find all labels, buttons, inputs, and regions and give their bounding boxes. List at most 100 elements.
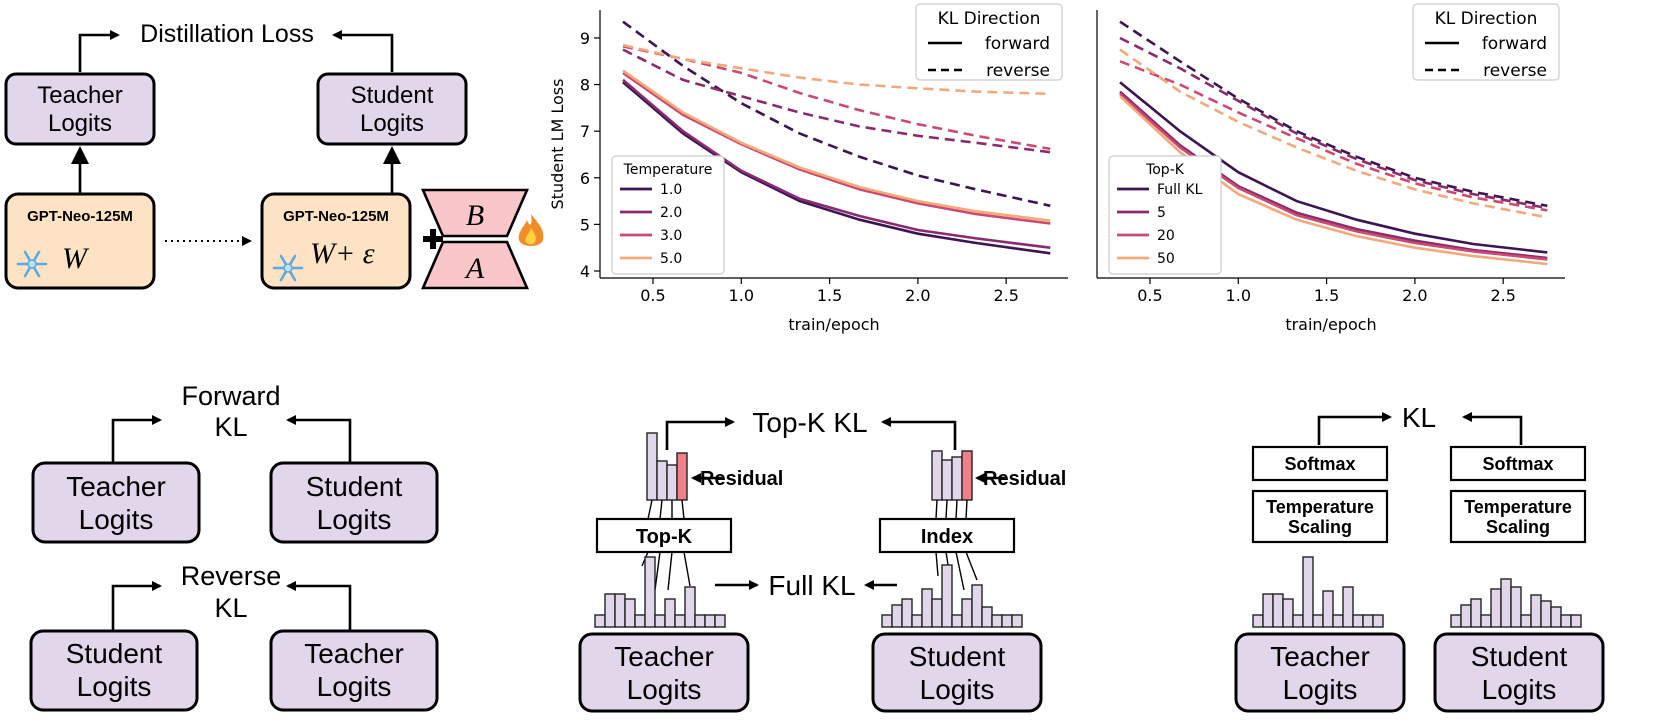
histogram-bar — [654, 614, 666, 628]
y-tick-label: 6 — [580, 169, 590, 188]
fwd-teacher-box — [31, 461, 201, 544]
right-student-line1: Student — [1471, 641, 1568, 672]
histogram-bar — [1011, 614, 1023, 628]
histogram-bar — [1272, 593, 1284, 628]
lora-a-trapezoid — [421, 240, 529, 290]
snowflake-icon — [16, 250, 48, 278]
legend-style-label: forward — [985, 34, 1050, 54]
mid-teacher-line1: Teacher — [614, 641, 714, 672]
histogram-bar — [614, 593, 626, 628]
x-tick-label: 1.0 — [1226, 286, 1251, 305]
histogram-bar — [1252, 614, 1264, 628]
mid-teacher-box — [578, 632, 750, 713]
x-tick-label: 0.5 — [640, 286, 665, 305]
series-line-reverse-5_0 — [622, 43, 1051, 96]
teacher-logits-box — [4, 72, 156, 146]
topk-diagram: Top-K KL Residual Residual Top-K Index — [578, 407, 1066, 713]
fwd-teacher-line1: Teacher — [66, 471, 166, 502]
histogram-bar — [1520, 614, 1532, 628]
histogram-bar — [1001, 614, 1013, 628]
series-line-reverse-Full-KL — [1119, 20, 1548, 208]
lora-b-label: B — [466, 199, 484, 232]
student-weight: W+ ε — [310, 237, 375, 270]
histogram-bar — [1262, 593, 1274, 628]
series-line-forward-1_0 — [622, 81, 1051, 255]
x-axis-label: train/epoch — [1285, 315, 1376, 334]
teacher-weight: W — [62, 242, 90, 275]
histogram-bar — [1362, 614, 1374, 628]
histogram-bar — [1540, 600, 1552, 628]
x-tick-label: 2.0 — [905, 286, 930, 305]
legend-style-label: forward — [1482, 34, 1547, 54]
legend-style-box — [1412, 3, 1560, 81]
rev-student-box — [29, 629, 199, 712]
kl-label: KL — [1402, 402, 1436, 433]
legend-color-label: 3.0 — [660, 228, 682, 244]
teacher-model-label: GPT-Neo-125M — [27, 208, 133, 225]
histogram-bar — [1530, 594, 1542, 628]
histogram-bar — [1302, 556, 1314, 628]
full-kl-label: Full KL — [768, 570, 855, 601]
histogram-bar — [1470, 598, 1482, 628]
histogram-bar — [1282, 598, 1294, 628]
histogram-bar — [911, 614, 923, 628]
legend-color-label: 2.0 — [660, 205, 682, 221]
student-logits-box — [316, 72, 468, 146]
teacher-logits-line2: Logits — [48, 110, 112, 137]
fwd-student-line1: Student — [306, 471, 403, 502]
histogram-bar — [1510, 586, 1522, 628]
histogram-bar — [1332, 614, 1344, 628]
right-teacher-box — [1234, 632, 1406, 713]
histogram-bar — [891, 604, 903, 628]
legend-color-title: Top-K — [1145, 162, 1185, 178]
index-box-label: Index — [921, 526, 973, 548]
histogram-bar — [664, 598, 676, 628]
mid-student-line1: Student — [909, 641, 1006, 672]
student-right-histogram — [1450, 578, 1582, 628]
histogram-bar — [1352, 614, 1364, 628]
histogram-bar — [971, 584, 983, 628]
temperature-kl-diagram: KL Softmax Softmax Temperature Scaling T… — [1234, 402, 1605, 713]
teacher-softmax-box — [1251, 445, 1389, 482]
series-line-reverse-5 — [1119, 36, 1548, 210]
series-line-forward-5_0 — [622, 69, 1051, 222]
histogram-bar — [1292, 614, 1304, 628]
legend-style-label: reverse — [1483, 61, 1547, 81]
series-line-forward-2_0 — [622, 78, 1051, 249]
legend-color-label: 1.0 — [660, 182, 682, 198]
series-line-reverse-1_0 — [622, 20, 1051, 208]
topk-kl-label: Top-K KL — [752, 407, 867, 438]
series-line-forward-3_0 — [622, 71, 1051, 225]
legend-color-label: 5.0 — [660, 251, 682, 267]
forward-label: Forward — [181, 381, 280, 411]
student-temp-line1: Temperature — [1464, 497, 1572, 517]
residual-right-label: Residual — [983, 468, 1066, 490]
mid-student-line2: Logits — [920, 674, 995, 705]
y-tick-label: 9 — [580, 29, 590, 48]
y-axis-label: Student LM Loss — [548, 79, 567, 210]
series-line-forward-5 — [1119, 90, 1548, 260]
teacher-temp-line2: Scaling — [1288, 517, 1352, 537]
right-teacher-line2: Logits — [1283, 674, 1358, 705]
histogram-bar — [674, 614, 686, 628]
histogram-bar — [1570, 614, 1582, 628]
histogram-bar — [1490, 588, 1502, 628]
x-tick-label: 1.0 — [729, 286, 754, 305]
teacher-softmax-label: Softmax — [1284, 454, 1355, 474]
student-model-box — [260, 192, 412, 290]
histogram-bar — [1550, 606, 1562, 628]
series-line-reverse-2_0 — [622, 48, 1051, 154]
histogram-bar — [961, 598, 973, 628]
histogram-bar — [951, 614, 963, 628]
fwd-teacher-line2: Logits — [79, 504, 154, 535]
mid-student-box — [871, 632, 1043, 713]
x-tick-label: 0.5 — [1137, 286, 1162, 305]
rev-student-line1: Student — [66, 638, 163, 669]
lora-b-trapezoid — [421, 188, 529, 238]
plus-icon — [423, 229, 443, 249]
legend-color-box — [1108, 155, 1222, 275]
histogram-bar — [1500, 578, 1512, 628]
histogram-bar — [604, 593, 616, 628]
